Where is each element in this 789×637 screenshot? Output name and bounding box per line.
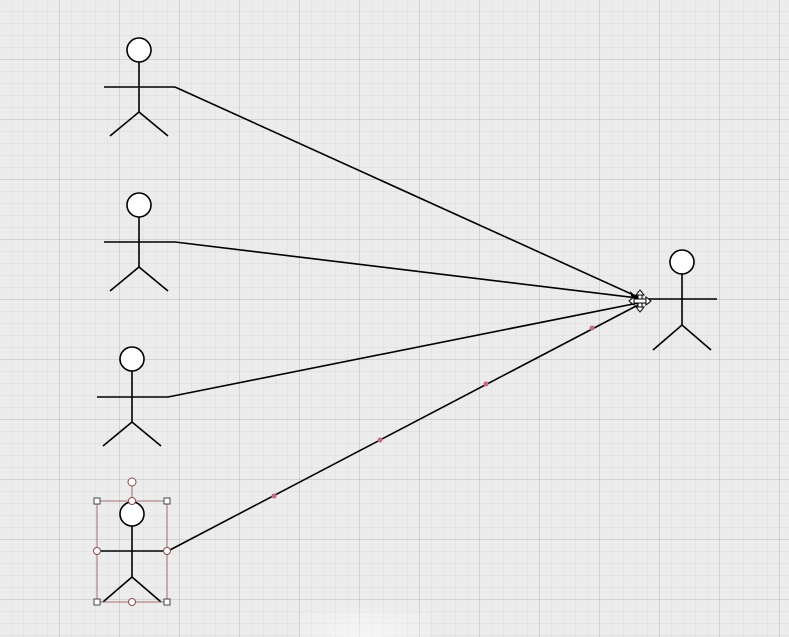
actor-1[interactable] <box>104 37 175 137</box>
actor-head <box>126 37 152 63</box>
resize-handle-s[interactable] <box>128 598 136 606</box>
resize-handle-e[interactable] <box>163 547 171 555</box>
actor-head <box>119 346 145 372</box>
actor-leg-left <box>102 576 133 603</box>
connector-actor3-target[interactable] <box>167 302 639 398</box>
actor-leg-left <box>652 324 683 351</box>
rotate-handle[interactable] <box>127 477 137 487</box>
actor-leg-right <box>131 421 162 447</box>
resize-handle-n[interactable] <box>128 497 136 505</box>
resize-handle-nw[interactable] <box>93 497 101 505</box>
connector-waypoint[interactable] <box>377 437 383 443</box>
actor-leg-left <box>109 111 140 137</box>
actor-leg-right <box>131 576 162 603</box>
actor-3[interactable] <box>97 346 168 447</box>
resize-handle-se[interactable] <box>163 598 171 606</box>
actor-leg-right <box>681 324 712 351</box>
actor-head <box>119 501 145 527</box>
actor-head <box>669 249 695 275</box>
connector-actor4-target[interactable] <box>167 304 639 552</box>
connector-actor1-target[interactable] <box>174 86 639 298</box>
connector-waypoint[interactable] <box>483 381 489 387</box>
actor-4[interactable] <box>97 501 168 603</box>
actor-2[interactable] <box>104 192 175 292</box>
resize-handle-w[interactable] <box>93 547 101 555</box>
connector-actor2-target[interactable] <box>174 241 639 299</box>
actor-leg-right <box>138 266 169 292</box>
resize-handle-ne[interactable] <box>163 497 171 505</box>
actor-leg-left <box>109 266 140 292</box>
actor-head <box>126 192 152 218</box>
move-cursor-icon <box>628 289 652 313</box>
actor-target[interactable] <box>648 249 717 351</box>
connector-waypoint[interactable] <box>271 493 277 499</box>
actor-leg-left <box>102 421 133 447</box>
actor-leg-right <box>138 111 169 137</box>
selection-box[interactable] <box>93 477 171 606</box>
connector-waypoint[interactable] <box>589 325 595 331</box>
resize-handle-sw[interactable] <box>93 598 101 606</box>
